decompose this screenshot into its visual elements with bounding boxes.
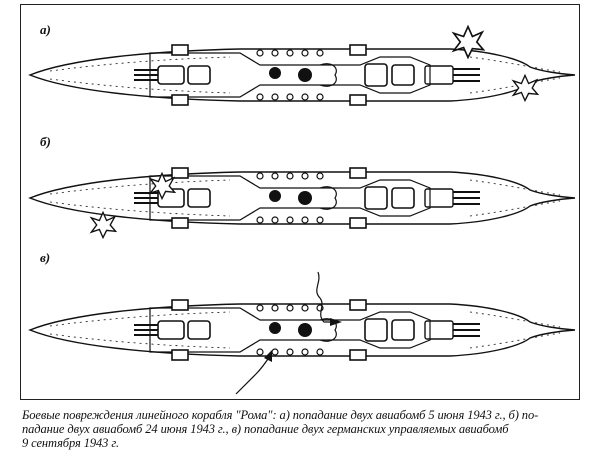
bomb-hit-marker <box>452 25 485 59</box>
bomb-trajectory <box>316 271 334 323</box>
panel-label-a: а) <box>40 22 51 37</box>
figure-caption: Боевые повреждения линейного корабля "Ро… <box>22 408 588 450</box>
caption-line: 9 сентября 1943 г. <box>22 436 119 450</box>
bomb-trajectory <box>235 355 271 395</box>
figure-frame <box>20 4 580 400</box>
panel-label-b: б) <box>40 134 51 149</box>
ship-panel-c <box>29 271 576 395</box>
panel-label-c: в) <box>40 250 51 265</box>
caption-line: Боевые повреждения линейного корабля "Ро… <box>22 408 539 422</box>
ship-panel-a <box>29 25 576 106</box>
caption-line: падание двух авиабомб 24 июня 1943 г., в… <box>22 422 509 436</box>
bomb-hit-marker <box>512 74 539 102</box>
ship-panel-b <box>29 167 576 239</box>
bomb-hit-arrow-icon <box>264 350 272 362</box>
bomb-hit-arrow-icon <box>330 318 342 326</box>
